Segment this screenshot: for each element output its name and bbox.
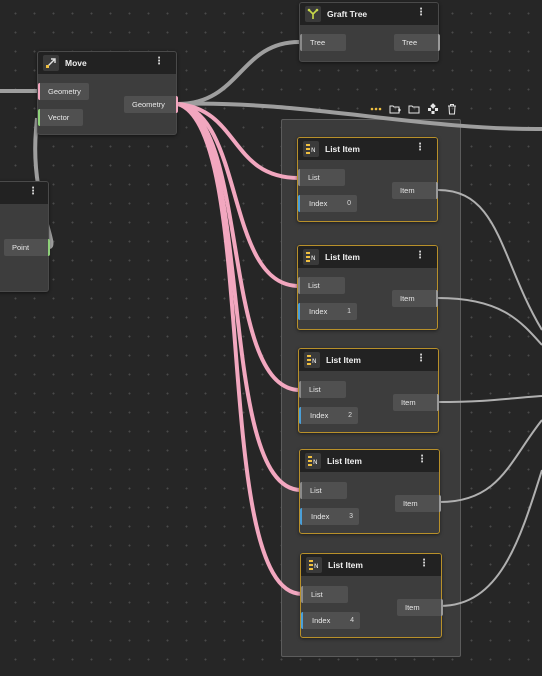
list-item-icon: N: [303, 141, 319, 157]
wire-item-3-out: [439, 419, 542, 503]
move-node[interactable]: Move ⋮ Geometry Vector Geometry: [37, 51, 178, 135]
input-port-tree[interactable]: Tree: [300, 34, 346, 51]
output-port-item[interactable]: Item: [397, 599, 443, 616]
wire-move-to-graft: [177, 40, 300, 106]
wire-item-2-out: [437, 395, 542, 403]
node-header[interactable]: N List Item ⋮: [299, 349, 438, 371]
node-menu-icon[interactable]: ⋮: [154, 56, 164, 67]
index-value[interactable]: 1: [347, 308, 351, 315]
svg-text:N: N: [314, 563, 319, 570]
wire-move-to-offscreen: [177, 101, 542, 132]
add-folder-icon[interactable]: [388, 102, 402, 116]
node-header[interactable]: Graft Tree ⋮: [300, 3, 438, 25]
input-port-geometry[interactable]: Geometry: [38, 83, 89, 100]
output-port-item[interactable]: Item: [393, 394, 439, 411]
more-icon[interactable]: [369, 102, 383, 116]
output-port-item[interactable]: Item: [392, 290, 438, 307]
node-title: Graft Tree: [327, 9, 368, 19]
input-port-vector[interactable]: Vector: [38, 109, 83, 126]
index-label: Index: [310, 411, 329, 420]
svg-text:N: N: [311, 147, 316, 154]
index-value[interactable]: 4: [350, 617, 354, 624]
wire-item-0-out: [437, 189, 542, 331]
ungroup-icon[interactable]: [426, 102, 440, 116]
node-menu-icon[interactable]: ⋮: [28, 186, 38, 197]
node-menu-icon[interactable]: ⋮: [419, 558, 429, 569]
input-port-index[interactable]: Index 4: [301, 612, 360, 629]
node-title: Move: [65, 58, 87, 68]
input-port-index[interactable]: Index 0: [298, 195, 357, 212]
output-port-point[interactable]: Point: [4, 239, 50, 256]
node-menu-icon[interactable]: ⋮: [416, 353, 426, 364]
svg-text:N: N: [311, 255, 316, 262]
node-header[interactable]: N List Item ⋮: [301, 554, 441, 576]
list-item-icon: N: [306, 557, 322, 573]
node-menu-icon[interactable]: ⋮: [417, 454, 427, 465]
output-port-item[interactable]: Item: [392, 182, 438, 199]
input-port-list[interactable]: List: [298, 277, 345, 294]
node-header[interactable]: Move ⋮: [38, 52, 176, 74]
index-label: Index: [311, 512, 330, 521]
wire-geometry-to-list-4: [177, 102, 303, 596]
node-menu-icon[interactable]: ⋮: [415, 250, 425, 261]
list-item-node[interactable]: N List Item ⋮ List Index 0 Item: [297, 137, 438, 222]
input-port-index[interactable]: Index 1: [298, 303, 357, 320]
node-title: List Item: [327, 456, 362, 466]
group-toolbar: [369, 101, 459, 117]
svg-text:N: N: [312, 358, 317, 365]
folder-icon[interactable]: [407, 102, 421, 116]
index-label: Index: [309, 307, 328, 316]
node-menu-icon[interactable]: ⋮: [415, 142, 425, 153]
index-label: Index: [309, 199, 328, 208]
input-port-list[interactable]: List: [298, 169, 345, 186]
node-title: List Item: [325, 252, 360, 262]
output-port-geometry[interactable]: Geometry: [124, 96, 178, 113]
input-port-index[interactable]: Index 3: [300, 508, 359, 525]
svg-text:N: N: [313, 459, 318, 466]
index-label: Index: [312, 616, 331, 625]
node-header[interactable]: N List Item ⋮: [298, 246, 437, 268]
graft-tree-node[interactable]: Graft Tree ⋮ Tree Tree: [299, 2, 440, 62]
node-header[interactable]: N List Item ⋮: [298, 138, 437, 160]
list-item-node[interactable]: N List Item ⋮ List Index 4 Item: [300, 553, 443, 638]
node-header[interactable]: ⋮: [0, 182, 48, 204]
node-title: List Item: [325, 144, 360, 154]
list-item-node[interactable]: N List Item ⋮ List Index 3 Item: [299, 449, 441, 534]
list-item-icon: N: [305, 453, 321, 469]
index-value[interactable]: 3: [349, 513, 353, 520]
wire-geometry-to-list-3: [177, 102, 302, 492]
trash-icon[interactable]: [445, 102, 459, 116]
node-menu-icon[interactable]: ⋮: [416, 7, 426, 18]
list-item-node[interactable]: N List Item ⋮ List Index 2 Item: [298, 348, 439, 433]
input-port-list[interactable]: List: [300, 482, 347, 499]
output-port-tree[interactable]: Tree: [394, 34, 440, 51]
point-node[interactable]: ⋮ Point: [0, 181, 50, 292]
wire-item-4-out: [439, 469, 542, 607]
input-port-index[interactable]: Index 2: [299, 407, 358, 424]
node-header[interactable]: N List Item ⋮: [300, 450, 439, 472]
list-item-icon: N: [303, 249, 319, 265]
output-port-item[interactable]: Item: [395, 495, 441, 512]
graft-tree-icon: [305, 6, 321, 22]
input-port-list[interactable]: List: [299, 381, 346, 398]
wire-geometry-to-list-0: [177, 102, 300, 180]
node-title: List Item: [328, 560, 363, 570]
move-icon: [43, 55, 59, 71]
index-value[interactable]: 0: [347, 200, 351, 207]
list-item-icon: N: [304, 352, 320, 368]
wire-item-1-out: [437, 297, 542, 346]
list-item-node[interactable]: N List Item ⋮ List Index 1 Item: [297, 245, 438, 330]
input-port-list[interactable]: List: [301, 586, 348, 603]
wire-geometry-to-list-1: [177, 102, 300, 288]
index-value[interactable]: 2: [348, 412, 352, 419]
node-title: List Item: [326, 355, 361, 365]
